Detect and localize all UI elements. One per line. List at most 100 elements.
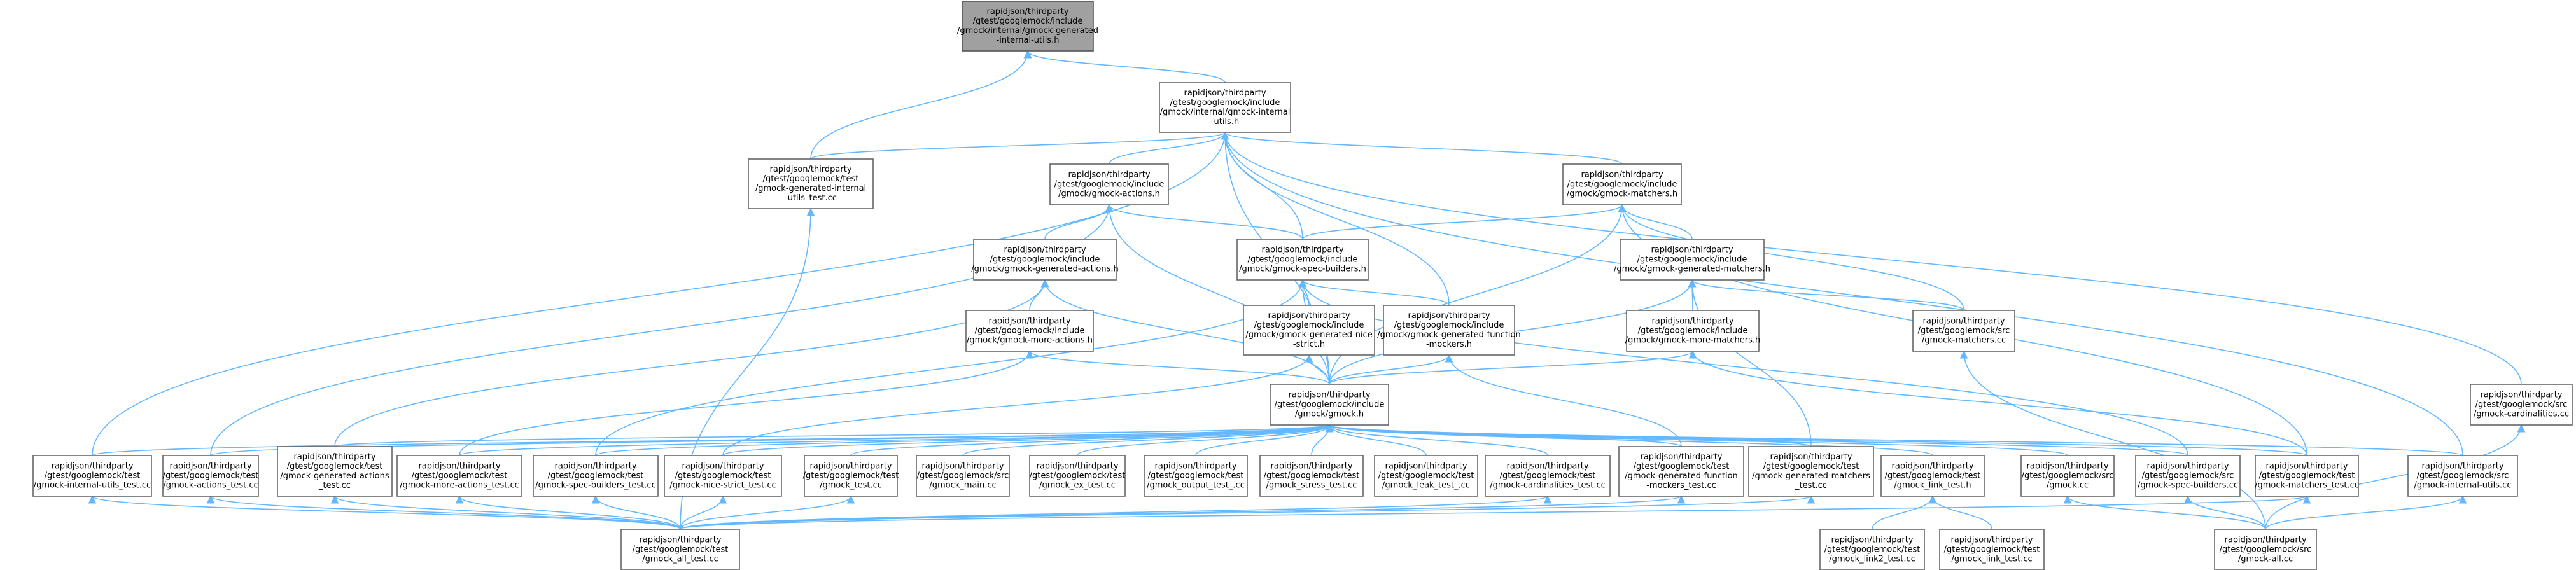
file-node-more-matchers-h[interactable]: rapidjson/thirdparty/gtest/googlemock/in…	[1625, 310, 1761, 352]
file-node-label-line: /gmock_test.cc	[820, 481, 882, 490]
file-node-more-actions-test[interactable]: rapidjson/thirdparty/gtest/googlemock/te…	[396, 455, 522, 497]
file-node-label-line: rapidjson/thirdparty	[988, 317, 1070, 326]
file-node-gen-matchers-test[interactable]: rapidjson/thirdparty/gtest/googlemock/te…	[1748, 446, 1874, 497]
file-node-box	[1383, 305, 1515, 356]
file-node-label-line: -internal-utils.h	[997, 36, 1060, 45]
file-node-gmock-h[interactable]: rapidjson/thirdparty/gtest/googlemock/in…	[1270, 384, 1389, 426]
file-node-label-line: /gmock/gmock-generated-actions.h	[971, 265, 1119, 274]
file-node-spec-builders-test[interactable]: rapidjson/thirdparty/gtest/googlemock/te…	[533, 455, 659, 497]
file-node-label-line: /gtest/googlemock/src	[2022, 471, 2114, 481]
file-node-box	[1374, 455, 1478, 497]
file-node-nice-strict-test[interactable]: rapidjson/thirdparty/gtest/googlemock/te…	[664, 455, 782, 497]
file-node-output-test[interactable]: rapidjson/thirdparty/gtest/googlemock/te…	[1144, 455, 1248, 497]
file-node-label-line: /gmock-matchers_test.cc	[2255, 481, 2359, 490]
dependency-edge	[595, 279, 1307, 456]
file-node-matchers-test[interactable]: rapidjson/thirdparty/gtest/googlemock/te…	[2255, 455, 2359, 497]
file-node-actions-test[interactable]: rapidjson/thirdparty/gtest/googlemock/te…	[162, 455, 259, 497]
file-node-box	[1259, 455, 1364, 497]
file-node-cardinalities-test[interactable]: rapidjson/thirdparty/gtest/googlemock/te…	[1485, 455, 1611, 497]
file-node-label-line: /gtest/googlemock/test	[1500, 471, 1596, 481]
file-node-label-line: rapidjson/thirdparty	[2480, 391, 2562, 400]
file-node-label-line: rapidjson/thirdparty	[1581, 170, 1663, 180]
file-node-stress-test[interactable]: rapidjson/thirdparty/gtest/googlemock/te…	[1259, 455, 1364, 497]
dependency-edge	[330, 495, 681, 530]
file-node-ex-test[interactable]: rapidjson/thirdparty/gtest/googlemock/te…	[1029, 455, 1126, 497]
file-node-spec-builders-h[interactable]: rapidjson/thirdparty/gtest/googlemock/in…	[1236, 239, 1369, 281]
file-node-cardinalities-cc[interactable]: rapidjson/thirdparty/gtest/googlemock/sr…	[2470, 384, 2573, 426]
file-node-gmock-cc[interactable]: rapidjson/thirdparty/gtest/googlemock/sr…	[2020, 455, 2115, 497]
file-node-gen-internal-utils-test[interactable]: rapidjson/thirdparty/gtest/googlemock/te…	[748, 158, 874, 209]
dependency-edge	[962, 424, 1334, 456]
file-node-gen-function-mockers-h[interactable]: rapidjson/thirdparty/gtest/googlemock/in…	[1377, 305, 1521, 356]
file-node-box	[1819, 529, 1925, 570]
file-node-box	[804, 455, 898, 497]
file-node-label-line: /gtest/googlemock/include	[1567, 180, 1677, 190]
file-node-box	[32, 455, 152, 497]
file-node-matchers-h[interactable]: rapidjson/thirdparty/gtest/googlemock/in…	[1562, 163, 1682, 205]
file-node-label-line: /gtest/googlemock/src	[2475, 400, 2568, 410]
file-node-box	[1049, 163, 1169, 205]
file-node-link-test-h[interactable]: rapidjson/thirdparty/gtest/googlemock/te…	[1880, 455, 1985, 497]
file-node-label-line: rapidjson/thirdparty	[1261, 246, 1343, 255]
file-node-label-line: /gmock_link_test.h	[1894, 481, 1971, 490]
file-node-all-test[interactable]: rapidjson/thirdparty/gtest/googlemock/te…	[620, 529, 740, 570]
file-node-label-line: /gmock.cc	[2047, 481, 2089, 490]
dependency-edge	[1872, 495, 1937, 530]
file-node-internal-utils-h[interactable]: rapidjson/thirdparty/gtest/googlemock/in…	[1159, 82, 1291, 133]
file-node-box	[2214, 529, 2317, 570]
file-node-link-test[interactable]: rapidjson/thirdparty/gtest/googlemock/te…	[1939, 529, 2045, 570]
file-node-link2-test[interactable]: rapidjson/thirdparty/gtest/googlemock/te…	[1819, 529, 1925, 570]
file-node-gen-actions-test[interactable]: rapidjson/thirdparty/gtest/googlemock/te…	[277, 446, 393, 497]
file-node-label-line: rapidjson/thirdparty	[1385, 462, 1467, 471]
file-node-root[interactable]: rapidjson/thirdparty/gtest/googlemock/in…	[957, 1, 1098, 52]
file-node-gmock-main[interactable]: rapidjson/thirdparty/gtest/googlemock/sr…	[916, 455, 1010, 497]
file-node-box	[1620, 239, 1765, 281]
file-node-box	[973, 239, 1117, 281]
dependency-edge	[1329, 204, 1627, 385]
file-node-more-actions-h[interactable]: rapidjson/thirdparty/gtest/googlemock/in…	[965, 310, 1094, 352]
file-node-gen-function-mockers-test[interactable]: rapidjson/thirdparty/gtest/googlemock/te…	[1618, 446, 1744, 497]
file-node-internal-utils-test[interactable]: rapidjson/thirdparty/gtest/googlemock/te…	[32, 455, 152, 497]
dependency-edge	[1928, 495, 1992, 530]
file-node-box	[1159, 82, 1291, 133]
file-node-box	[396, 455, 522, 497]
dependency-edge	[591, 495, 681, 530]
file-node-label-line: /gmock-internal-utils_test.cc	[34, 481, 151, 490]
dependency-edge	[1029, 279, 1049, 311]
file-node-label-line: rapidjson/thirdparty	[2146, 462, 2229, 471]
dependency-edge	[1023, 50, 1226, 83]
file-node-actions-h[interactable]: rapidjson/thirdparty/gtest/googlemock/in…	[1049, 163, 1169, 205]
file-node-leak-test[interactable]: rapidjson/thirdparty/gtest/googlemock/te…	[1374, 455, 1478, 497]
dependency-edge	[1221, 131, 1623, 165]
file-node-gmock-test[interactable]: rapidjson/thirdparty/gtest/googlemock/te…	[803, 455, 899, 497]
file-node-gen-nice-strict-h[interactable]: rapidjson/thirdparty/gtest/googlemock/in…	[1243, 305, 1375, 356]
file-node-label-line: rapidjson/thirdparty	[769, 165, 851, 174]
dependency-edge	[1959, 350, 2266, 530]
file-node-label-line: /gtest/googlemock/src	[2417, 471, 2509, 481]
file-node-box	[1144, 455, 1248, 497]
file-node-label-line: -utils_test.cc	[785, 193, 837, 203]
file-node-gen-matchers-h[interactable]: rapidjson/thirdparty/gtest/googlemock/in…	[1614, 239, 1770, 281]
file-node-label-line: rapidjson/thirdparty	[1950, 536, 2033, 545]
file-node-label-line: rapidjson/thirdparty	[1651, 246, 1733, 255]
file-node-box	[1618, 446, 1744, 497]
dependency-edge	[1618, 204, 1964, 311]
file-node-label-line: rapidjson/thirdparty	[809, 462, 892, 471]
file-node-spec-builders-cc[interactable]: rapidjson/thirdparty/gtest/googlemock/sr…	[2135, 455, 2241, 497]
file-node-label-line: /gmock/gmock.h	[1295, 410, 1364, 419]
file-node-label-line: /gmock_leak_test_.cc	[1382, 481, 1470, 490]
file-node-box	[1270, 384, 1389, 426]
file-node-label-line: rapidjson/thirdparty	[51, 462, 133, 471]
file-node-label-line: rapidjson/thirdparty	[1506, 462, 1588, 471]
file-node-label-line: /gmock_link_test.cc	[1951, 555, 2032, 564]
file-node-internal-utils-cc[interactable]: rapidjson/thirdparty/gtest/googlemock/sr…	[2407, 455, 2518, 497]
file-node-label-line: /gmock-spec-builders.cc	[2138, 481, 2238, 490]
file-node-gmock-all[interactable]: rapidjson/thirdparty/gtest/googlemock/sr…	[2214, 529, 2317, 570]
file-node-box	[962, 1, 1094, 52]
file-node-label-line: /gtest/googlemock/test	[675, 471, 771, 481]
file-node-label-line: -strict.h	[1293, 340, 1325, 349]
file-node-label-line: /gmock_all_test.cc	[642, 555, 718, 564]
file-node-matchers-cc[interactable]: rapidjson/thirdparty/gtest/googlemock/sr…	[1912, 310, 2015, 352]
file-node-gen-actions-h[interactable]: rapidjson/thirdparty/gtest/googlemock/in…	[971, 239, 1119, 281]
file-node-label-line: rapidjson/thirdparty	[639, 536, 721, 545]
